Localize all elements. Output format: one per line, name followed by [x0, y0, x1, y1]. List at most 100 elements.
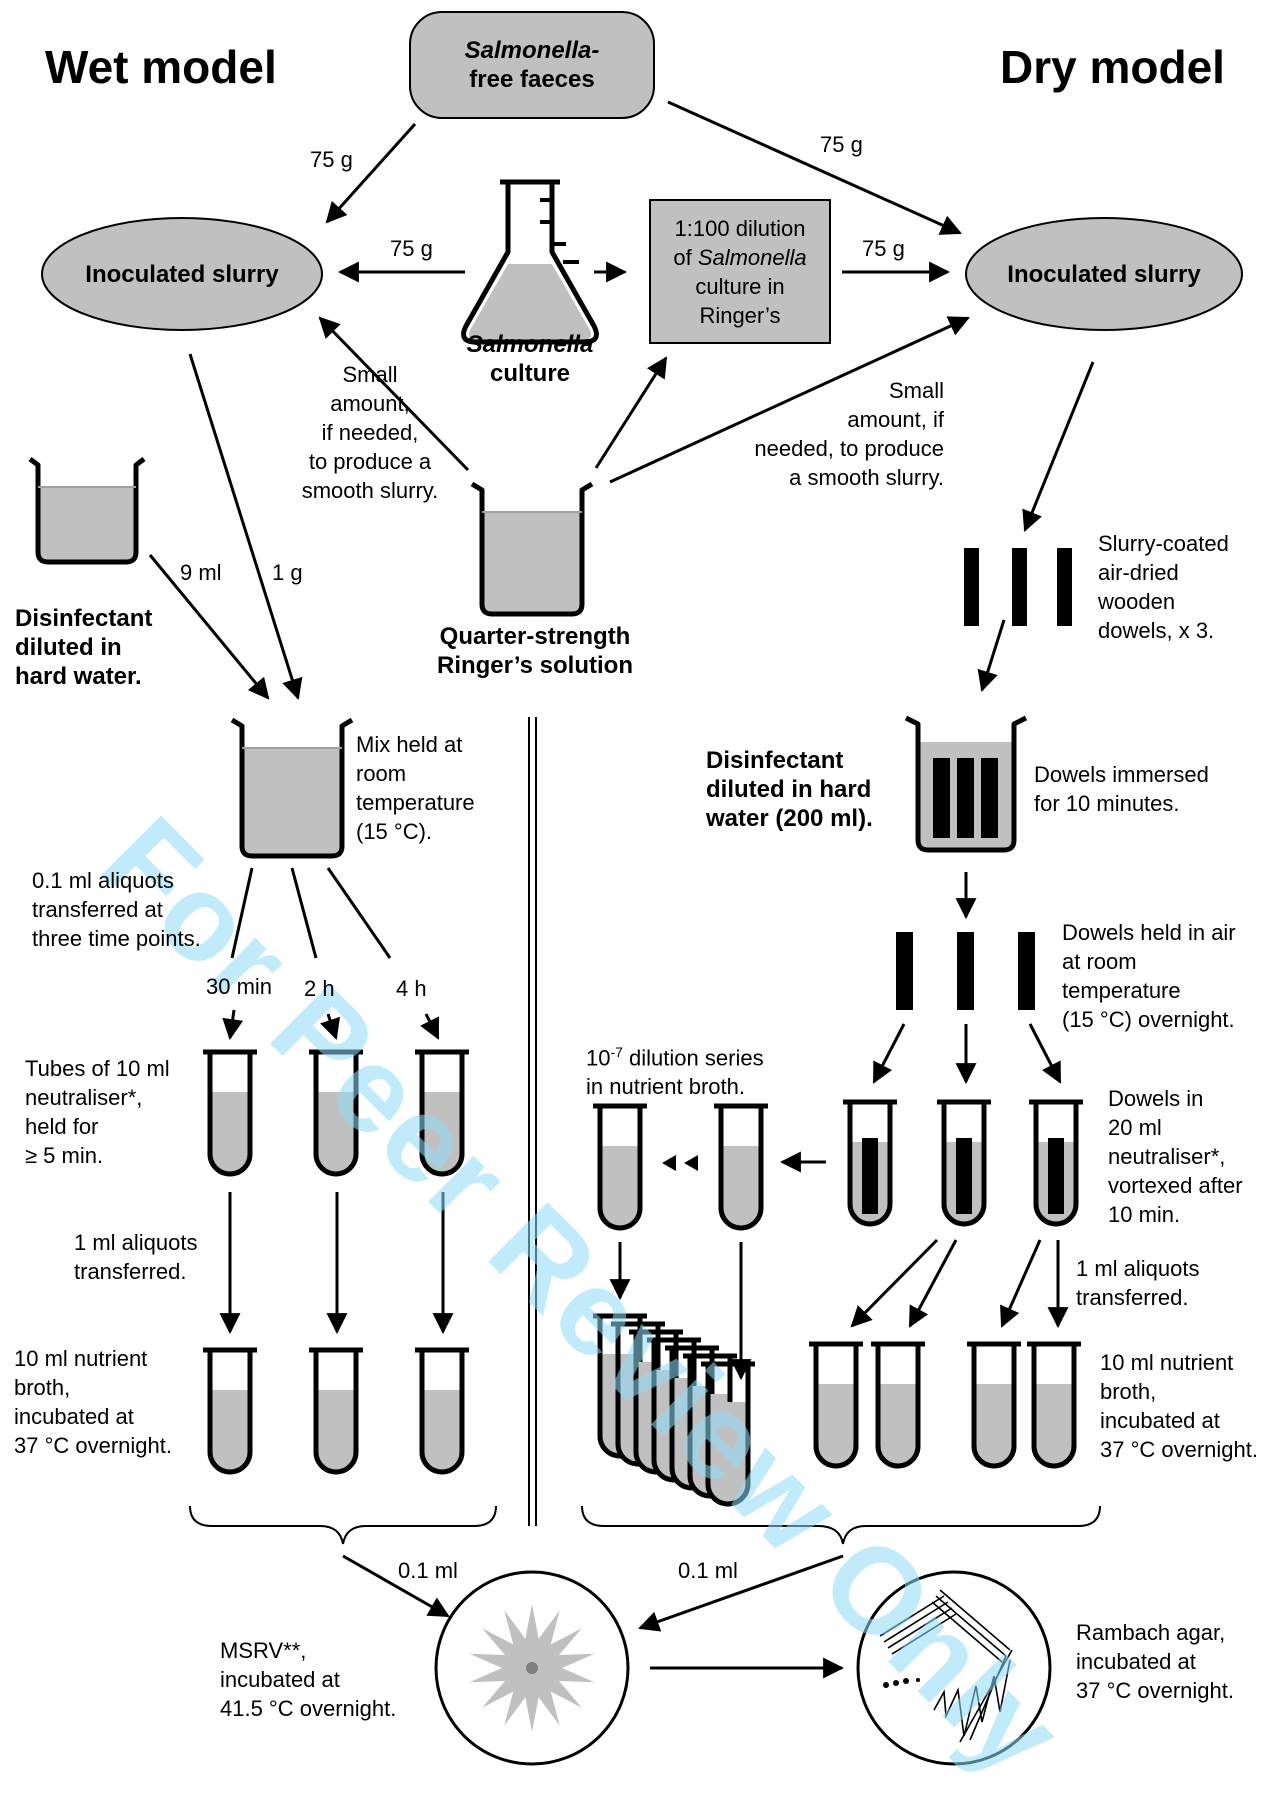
amount-75g-right: 75 g — [820, 132, 863, 157]
amount-75g-culture: 75 g — [390, 236, 433, 261]
a1l-1: 1 ml aliquots — [74, 1230, 198, 1255]
dowel-tube-icon — [843, 1099, 897, 1227]
a1l-2: transferred. — [74, 1259, 187, 1284]
beaker-ringer-icon — [470, 481, 594, 617]
mix-1: Mix held at — [356, 732, 463, 757]
dr-2: diluted in hard — [706, 776, 872, 803]
di-2: for 10 minutes. — [1034, 791, 1180, 816]
small-amount-left: Small amount, if needed, to produce a sm… — [270, 360, 470, 505]
culture-line1: Salmonella — [466, 331, 594, 358]
dilution-line4: Ringer’s — [699, 302, 781, 328]
br-1: 10 ml nutrient — [1100, 1350, 1234, 1375]
culture-line2: culture — [489, 360, 570, 387]
broth-tube-icon — [967, 1341, 1021, 1469]
dilution-box-rect — [649, 199, 831, 344]
faeces-box — [409, 11, 655, 119]
rb-1: Rambach agar, — [1076, 1620, 1226, 1645]
ds-base: 10 — [586, 1045, 611, 1071]
rambach-plate-icon — [856, 1570, 1052, 1766]
aliquots-1ml-right-label: 1 ml aliquots transferred. — [1076, 1254, 1200, 1312]
amount-01ml-left: 0.1 ml — [398, 1558, 458, 1583]
msrv-plate-icon — [434, 1570, 630, 1766]
tn-2: neutraliser*, — [25, 1085, 143, 1110]
ds-exp: -7 — [610, 1044, 623, 1060]
beaker-mix-icon — [230, 717, 354, 859]
tubes-neutraliser-label: Tubes of 10 ml neutraliser*, held for ≥ … — [25, 1054, 170, 1170]
dilution-line1: 1:100 dilution — [674, 215, 806, 241]
flask-icon — [461, 179, 599, 345]
dc-3: wooden — [1098, 589, 1176, 614]
dowels-coated-label: Slurry-coated air-dried wooden dowels, x… — [1098, 529, 1229, 645]
disinf-left-3: hard water. — [15, 663, 142, 690]
dn-1: Dowels in — [1108, 1086, 1204, 1111]
msrv-2: incubated at — [220, 1667, 340, 1692]
dh-1: Dowels held in air — [1062, 920, 1236, 945]
faeces-line1: Salmonella- — [464, 37, 600, 64]
dn-3: neutraliser*, — [1108, 1144, 1226, 1169]
mix-held-label: Mix held at room temperature (15 °C). — [356, 730, 475, 846]
small-left-5: smooth slurry. — [301, 478, 439, 503]
dn-5: 10 min. — [1108, 1202, 1181, 1227]
time-2h: 2 h — [304, 976, 335, 1001]
neutraliser-tube-icon — [203, 1049, 257, 1177]
br-2: broth, — [1100, 1379, 1157, 1404]
dilution-tube-icon — [593, 1103, 647, 1231]
aliquots-1ml-left-label: 1 ml aliquots transferred. — [74, 1228, 198, 1286]
tn-1: Tubes of 10 ml — [25, 1056, 170, 1081]
small-right-4: a smooth slurry. — [789, 465, 944, 490]
br-3: incubated at — [1100, 1408, 1220, 1433]
neutraliser-tube-icon — [415, 1049, 469, 1177]
amount-75g-box: 75 g — [862, 236, 905, 261]
wet-model-title: Wet model — [45, 41, 277, 93]
dc-2: air-dried — [1098, 560, 1179, 585]
small-right-1: Small — [888, 378, 944, 403]
dilution-line3: culture in — [695, 273, 785, 299]
mix-3: temperature — [356, 790, 475, 815]
disinf-left-2: diluted in — [15, 634, 122, 661]
ds-line2: in nutrient broth. — [586, 1074, 745, 1100]
small-left-3: if needed, — [321, 420, 419, 445]
beaker-dowels-icon — [904, 715, 1028, 853]
broth-tube-icon — [1027, 1341, 1081, 1469]
broth-right-label: 10 ml nutrient broth, incubated at 37 °C… — [1100, 1348, 1258, 1464]
brace-left — [189, 1505, 497, 1545]
aliq01-3: three time points. — [32, 926, 201, 951]
amount-75g-left: 75 g — [310, 147, 353, 172]
beaker-disinfectant-icon — [28, 457, 146, 565]
dilution-series-label: 10-7 dilution series in nutrient broth. — [586, 1038, 764, 1101]
small-left-1: Small — [342, 362, 398, 387]
slurry-right-ellipse — [965, 217, 1243, 331]
rb-2: incubated at — [1076, 1649, 1196, 1674]
dc-4: dowels, x 3. — [1098, 618, 1215, 643]
rb-3: 37 °C overnight. — [1076, 1678, 1234, 1703]
ringer-line1: Quarter-strength — [439, 623, 631, 650]
dowels-air-icon — [896, 932, 1035, 1010]
bl-1: 10 ml nutrient — [14, 1346, 148, 1371]
dilution-broth-tube-icon — [701, 1361, 755, 1507]
dc-1: Slurry-coated — [1098, 531, 1229, 556]
broth-tube-icon — [871, 1341, 925, 1469]
bl-4: 37 °C overnight. — [14, 1433, 172, 1458]
small-amount-right: Small amount, if needed, to produce a sm… — [720, 376, 944, 492]
slurry-left-label: Inoculated slurry — [85, 260, 279, 288]
small-right-2: amount, if — [847, 407, 944, 432]
disinfectant-right-label: Disinfectant diluted in hard water (200 … — [706, 746, 873, 833]
faeces-line2: free faeces — [469, 66, 595, 93]
dowels-immersed-label: Dowels immersed for 10 minutes. — [1034, 760, 1209, 818]
msrv-1: MSRV**, — [220, 1638, 307, 1663]
time-4h: 4 h — [396, 976, 427, 1001]
ringer-line2: Ringer’s solution — [436, 652, 633, 679]
aliq01-2: transferred at — [32, 897, 163, 922]
msrv-3: 41.5 °C overnight. — [220, 1696, 397, 1721]
dowel-tube-icon — [937, 1099, 991, 1227]
bl-2: broth, — [14, 1375, 71, 1400]
dilution-line2a: of — [673, 244, 698, 270]
neutraliser-tube-icon — [309, 1049, 363, 1177]
mix-2: room — [356, 761, 407, 786]
dowels-coated-icon — [964, 548, 1072, 626]
dr-1: Disinfectant — [706, 747, 844, 774]
bl-3: incubated at — [14, 1404, 134, 1429]
br-4: 37 °C overnight. — [1100, 1437, 1258, 1462]
